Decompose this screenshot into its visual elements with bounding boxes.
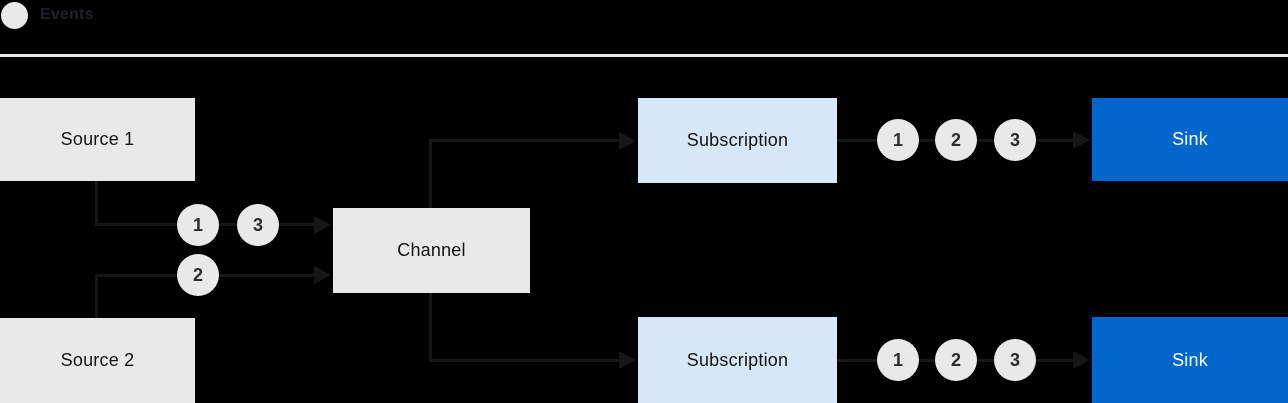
node-source-2-label: Source 2 [60, 350, 135, 370]
arrowhead-channel-to-subscription1 [619, 132, 636, 150]
node-source-1: Source 1 [0, 98, 195, 181]
arrowhead-subscription2-to-sink [1073, 351, 1090, 369]
channel-top-connector-vertical [429, 139, 432, 208]
channel-bottom-connector-horizontal [429, 359, 620, 362]
event-marker-source1-1: 1 [177, 204, 219, 246]
legend-divider [0, 54, 1288, 57]
arrowhead-subscription1-to-sink [1073, 131, 1090, 149]
events-legend-label: Events [40, 6, 94, 23]
event-marker-sub1-1: 1 [877, 119, 919, 161]
node-subscription-2-label: Subscription [686, 349, 789, 370]
event-marker-source2-2: 2 [177, 254, 219, 296]
source1-connector-vertical [95, 181, 98, 224]
node-subscription-1-label: Subscription [686, 130, 789, 150]
node-channel: Channel [333, 208, 530, 293]
node-sink-1-label: Sink [1172, 129, 1208, 149]
event-marker-source1-3: 3 [237, 204, 279, 246]
node-source-2: Source 2 [0, 318, 195, 403]
node-sink-2: Sink [1092, 317, 1288, 403]
event-marker-sub1-2: 2 [935, 119, 977, 161]
arrowhead-channel-to-subscription2 [619, 351, 636, 369]
arrowhead-source2-to-channel [314, 266, 331, 284]
node-sink-1: Sink [1092, 98, 1288, 181]
event-marker-sub2-2: 2 [935, 339, 977, 381]
node-source-1-label: Source 1 [60, 129, 135, 149]
event-marker-sub1-3: 3 [994, 119, 1036, 161]
event-marker-sub2-1: 1 [877, 339, 919, 381]
node-subscription-2: Subscription [638, 317, 837, 403]
node-sink-2-label: Sink [1172, 349, 1208, 370]
events-legend-icon [1, 2, 28, 29]
source2-connector-vertical [95, 274, 98, 318]
arrowhead-source1-to-channel [314, 216, 331, 234]
node-subscription-1: Subscription [638, 98, 837, 183]
channel-bottom-connector-vertical [429, 293, 432, 359]
channel-top-connector-horizontal [429, 139, 620, 142]
event-marker-sub2-3: 3 [994, 339, 1036, 381]
node-channel-label: Channel [397, 240, 466, 260]
